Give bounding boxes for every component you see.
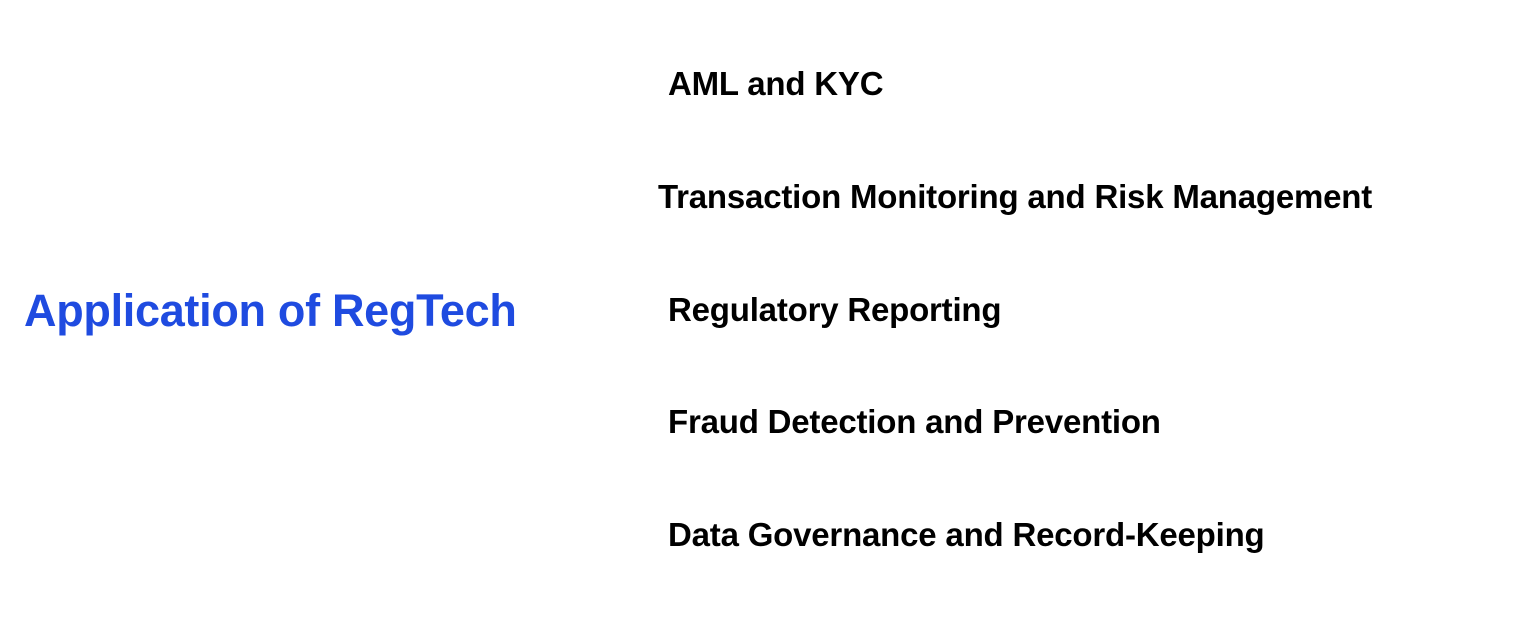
application-item-fraud-detection: Fraud Detection and Prevention xyxy=(668,403,1161,440)
diagram-title: Application of RegTech xyxy=(24,285,517,336)
application-item-transaction-monitoring: Transaction Monitoring and Risk Manageme… xyxy=(658,178,1373,215)
application-item-aml-kyc: AML and KYC xyxy=(668,65,884,102)
application-item-regulatory-reporting: Regulatory Reporting xyxy=(668,291,1002,328)
application-item-data-governance: Data Governance and Record-Keeping xyxy=(668,516,1265,553)
